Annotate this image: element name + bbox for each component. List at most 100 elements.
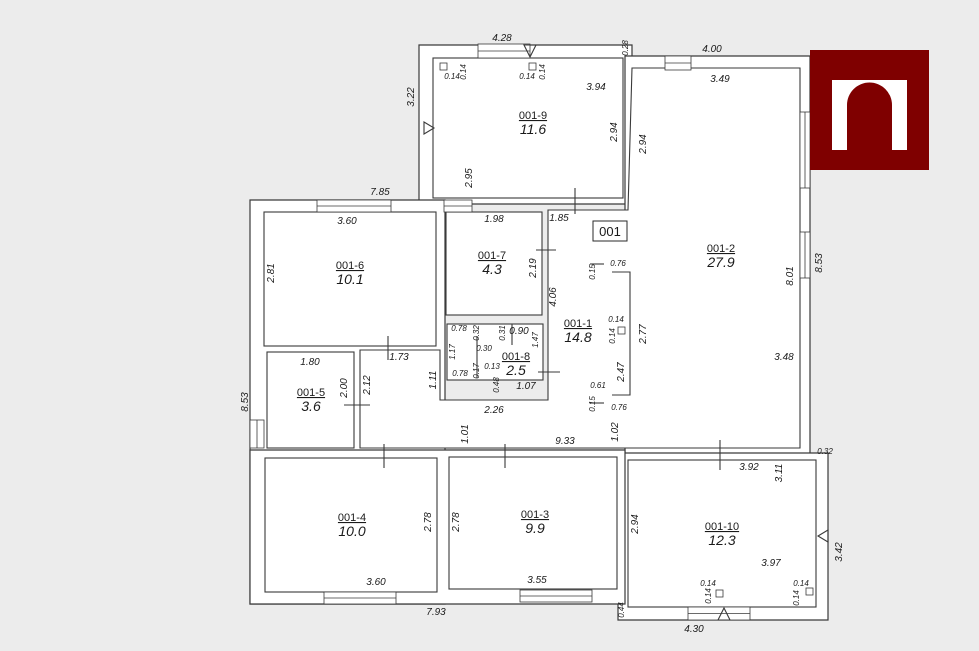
room-label-area-001-2: 27.9: [706, 254, 734, 270]
dimension-label-11: 2.95: [464, 168, 475, 189]
room-001-4: [264, 457, 438, 593]
room-label-area-001-6: 10.1: [336, 271, 363, 287]
dimension-label-56: 0.32: [817, 447, 833, 456]
room-label-area-001-4: 10.0: [338, 523, 365, 539]
dimension-label-44: 2.26: [483, 405, 504, 416]
dimension-label-32: 1.17: [448, 344, 457, 360]
room-001-9: [432, 57, 624, 199]
room-label-area-001-8: 2.5: [505, 362, 526, 378]
dimension-label-39: 1.73: [389, 352, 409, 363]
marker-sq-3: [617, 326, 626, 335]
dimension-label-0: 4.28: [492, 33, 512, 44]
dimension-label-31: 1.47: [531, 332, 540, 348]
dimension-label-57: 2.78: [423, 512, 434, 533]
room-001-7: [445, 211, 543, 316]
dimension-label-29: 0.31: [498, 325, 507, 341]
room-label-id-001-2: 001-2: [707, 243, 735, 255]
dimension-label-15: 1.98: [484, 214, 504, 225]
dimension-label-41: 2.00: [339, 378, 350, 399]
dimension-label-59: 2.94: [630, 514, 641, 535]
brand-logo-icon: [810, 50, 929, 170]
dimension-label-23: 0.76: [610, 259, 626, 268]
partition-001-1: [612, 271, 631, 396]
room-001-3: [448, 456, 618, 590]
room-labels: 001-114.8 001-227.9 001-39.9 001-410.0 001-5…: [297, 110, 739, 548]
room-label-area-001-7: 4.3: [482, 261, 502, 277]
dimension-label-50: 8.53: [240, 392, 251, 412]
room-001-10: [627, 459, 817, 608]
dimension-label-65: 0.14: [704, 588, 713, 604]
marker-sq-5: [805, 587, 814, 596]
plan-id-badge: 001: [592, 220, 628, 242]
room-label-id-001-8: 001-8: [502, 351, 530, 363]
entry-arrow-right: [816, 529, 829, 543]
room-label-id-001-1: 001-1: [564, 318, 592, 330]
plan-id-frame: [592, 220, 628, 242]
dimension-label-8: 0.14: [519, 72, 535, 81]
room-label-area-001-1: 14.8: [564, 329, 591, 345]
room-label-id-001-5: 001-5: [297, 387, 325, 399]
room-label-id-001-4: 001-4: [338, 512, 366, 524]
dimension-label-26: 0.14: [608, 328, 617, 344]
dimension-label-12: 2.94: [638, 134, 649, 155]
dimension-label-40: 1.80: [300, 357, 320, 368]
dimension-label-52: 9.33: [555, 436, 575, 447]
dimension-label-53: 1.02: [610, 422, 621, 442]
dimension-label-30: 0.90: [509, 326, 529, 337]
dimension-label-61: 3.42: [834, 542, 845, 562]
dimension-label-20: 8.01: [785, 266, 796, 285]
dimension-label-24: 2.77: [638, 324, 649, 345]
dimension-label-70: 4.30: [684, 624, 704, 635]
dimension-label-58: 2.78: [451, 512, 462, 533]
dimension-label-6: 0.14: [444, 72, 460, 81]
dimension-label-25: 0.14: [608, 315, 624, 324]
room-label-area-001-9: 11.6: [520, 121, 546, 137]
room-label-area-001-5: 3.6: [301, 398, 321, 414]
entry-arrow-top: [523, 44, 537, 59]
dimension-label-42: 2.12: [362, 375, 373, 396]
dimension-label-35: 0.17: [472, 363, 481, 379]
dimension-label-46: 0.61: [590, 381, 606, 390]
dimension-label-7: 0.14: [459, 64, 468, 80]
dimension-label-5: 3.22: [406, 87, 417, 107]
dimension-label-2: 4.00: [702, 44, 722, 55]
marker-sq-1: [439, 62, 448, 71]
dimension-label-19: 4.06: [548, 287, 559, 307]
dimension-label-47: 0.15: [588, 396, 597, 412]
plan-id-label: 001: [599, 224, 621, 239]
dimension-label-48: 0.76: [611, 403, 627, 412]
dimension-label-17: 2.81: [266, 263, 277, 283]
dimension-label-27: 0.78: [451, 324, 467, 333]
dimension-label-36: 0.13: [484, 362, 500, 371]
dimension-label-4: 3.94: [586, 82, 606, 93]
marker-sq-2: [528, 62, 537, 71]
dimension-label-67: 0.14: [792, 590, 801, 606]
room-001-6: [263, 211, 437, 347]
arch-icon: [832, 80, 907, 150]
room-outlines: [263, 57, 817, 608]
windows: [249, 43, 811, 621]
dimension-label-68: 7.93: [426, 607, 446, 618]
dimension-label-14: 3.60: [337, 216, 357, 227]
dimension-label-51: 1.01: [460, 424, 471, 443]
dimension-label-16: 1.85: [549, 213, 569, 224]
dimension-label-63: 3.55: [527, 575, 547, 586]
dimension-label-3: 3.49: [710, 74, 730, 85]
room-label-area-001-3: 9.9: [525, 520, 545, 536]
room-label-id-001-10: 001-10: [705, 521, 739, 533]
dimension-label-13: 7.85: [370, 187, 390, 198]
dimension-label-55: 3.11: [774, 464, 785, 483]
dimension-label-45: 2.47: [616, 362, 627, 383]
dimension-label-64: 0.14: [700, 579, 716, 588]
room-label-id-001-7: 001-7: [478, 250, 506, 262]
dimension-label-60: 3.97: [761, 558, 781, 569]
room-label-id-001-3: 001-3: [521, 509, 549, 521]
dimension-label-38: 1.07: [516, 381, 536, 392]
dimension-label-9: 0.14: [538, 64, 547, 80]
dimension-label-33: 0.30: [476, 344, 492, 353]
dimension-label-21: 8.53: [814, 253, 825, 273]
dimension-label-54: 3.92: [739, 462, 759, 473]
